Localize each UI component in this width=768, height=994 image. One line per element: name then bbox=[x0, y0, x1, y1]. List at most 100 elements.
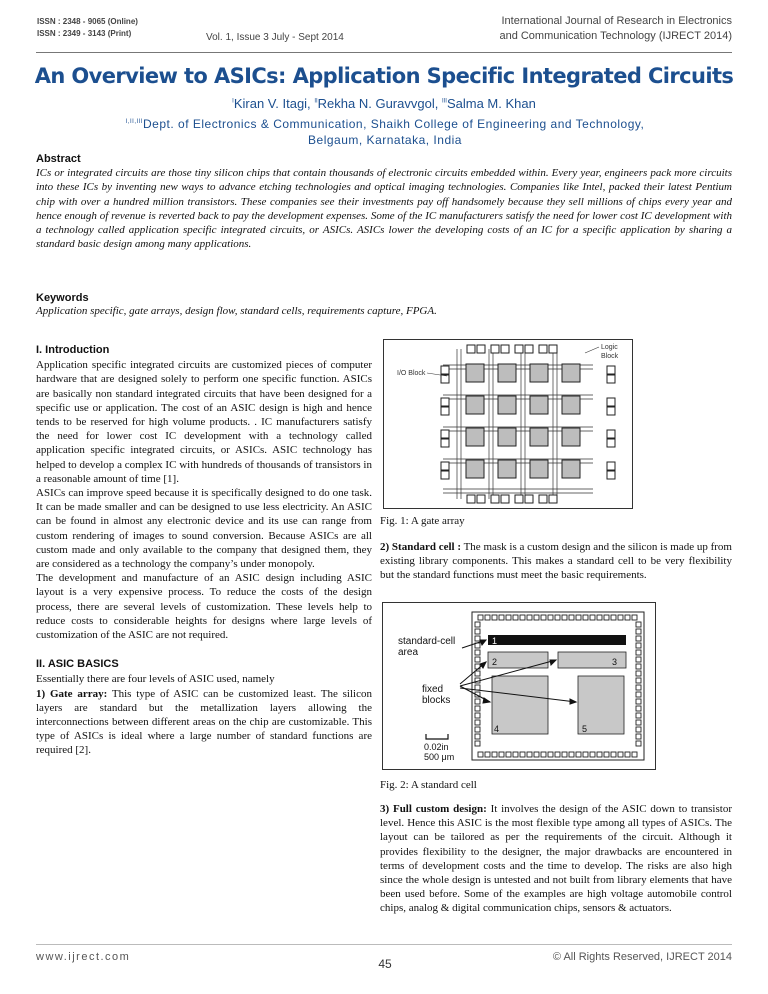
io-pad bbox=[514, 494, 524, 504]
logic-block bbox=[465, 459, 485, 479]
pad-cell bbox=[474, 726, 481, 733]
pad-cell bbox=[561, 614, 568, 621]
pad-cell bbox=[596, 614, 603, 621]
fig1-block-label: Block bbox=[601, 353, 619, 360]
pad-cell bbox=[477, 614, 484, 621]
standard-cell-row-3 bbox=[557, 651, 627, 669]
pad-cell bbox=[631, 614, 638, 621]
logic-block bbox=[497, 427, 517, 447]
footer-copyright: © All Rights Reserved, IJRECT 2014 bbox=[552, 951, 732, 963]
fig1-logic-label: Logic bbox=[601, 344, 618, 351]
author-3-sup: III bbox=[441, 98, 447, 105]
pad-cell bbox=[474, 719, 481, 726]
pad-cell bbox=[635, 635, 642, 642]
standard-cell-area-label-2: area bbox=[398, 647, 418, 658]
io-pad bbox=[606, 429, 616, 439]
cell-number-3: 3 bbox=[612, 657, 617, 667]
io-pad bbox=[466, 494, 476, 504]
basics-intro: Essentially there are four levels of ASI… bbox=[36, 673, 275, 686]
pad-cell bbox=[575, 751, 582, 758]
affiliation-sup: I,II,III bbox=[125, 119, 143, 125]
logic-block bbox=[465, 427, 485, 447]
pad-cell bbox=[505, 751, 512, 758]
issn-online: ISSN : 2348 - 9065 (Online) bbox=[37, 17, 138, 26]
pad-cell bbox=[533, 751, 540, 758]
standard-cell-row-2 bbox=[487, 651, 549, 669]
pad-cell bbox=[635, 698, 642, 705]
fixed-block-5 bbox=[577, 675, 625, 735]
figure-2-caption: Fig. 2: A standard cell bbox=[380, 779, 477, 791]
pad-cell bbox=[526, 751, 533, 758]
pad-cell bbox=[635, 670, 642, 677]
pad-cell bbox=[474, 656, 481, 663]
logic-block bbox=[561, 427, 581, 447]
pad-cell bbox=[635, 656, 642, 663]
pad-cell bbox=[474, 635, 481, 642]
abstract-text: ICs or integrated circuits are those tin… bbox=[36, 167, 732, 251]
pad-cell bbox=[519, 751, 526, 758]
pad-cell bbox=[474, 698, 481, 705]
journal-line-2: and Communication Technology (IJRECT 201… bbox=[499, 30, 732, 42]
io-pad bbox=[466, 344, 476, 354]
pad-cell bbox=[582, 751, 589, 758]
standard-cell-text: The mask is a custom design and the sili… bbox=[380, 541, 732, 582]
pad-cell bbox=[554, 751, 561, 758]
pad-cell bbox=[635, 621, 642, 628]
fixed-blocks-label-1: fixed bbox=[422, 684, 443, 695]
io-pad bbox=[440, 365, 450, 375]
logic-block bbox=[529, 427, 549, 447]
pad-cell bbox=[617, 614, 624, 621]
pad-cell bbox=[635, 691, 642, 698]
pad-cell bbox=[624, 751, 631, 758]
fixed-blocks-label-2: blocks bbox=[422, 695, 450, 706]
io-pad bbox=[606, 461, 616, 471]
pad-cell bbox=[533, 614, 540, 621]
affiliation: I,II,IIIDept. of Electronics & Communica… bbox=[60, 114, 710, 148]
page-number: 45 bbox=[378, 957, 392, 971]
footer-url: www.ijrect.com bbox=[36, 951, 131, 963]
standard-cell-label: 2) Standard cell : bbox=[380, 541, 462, 553]
io-pad bbox=[606, 365, 616, 375]
pad-cell bbox=[484, 751, 491, 758]
io-pad bbox=[500, 344, 510, 354]
pad-cell bbox=[498, 614, 505, 621]
logic-block bbox=[465, 395, 485, 415]
io-pad bbox=[440, 397, 450, 407]
author-1-name: Kiran V. Itagi, bbox=[233, 96, 311, 111]
pad-cell bbox=[635, 733, 642, 740]
pad-cell bbox=[519, 614, 526, 621]
io-pad bbox=[606, 438, 616, 448]
io-pad bbox=[440, 429, 450, 439]
affiliation-line-2: Belgaum, Karnataka, India bbox=[308, 133, 462, 147]
logic-block bbox=[529, 459, 549, 479]
logic-block bbox=[497, 395, 517, 415]
pad-cell bbox=[635, 677, 642, 684]
io-pad bbox=[606, 374, 616, 384]
pad-cell bbox=[505, 614, 512, 621]
pad-cell bbox=[610, 614, 617, 621]
io-pad bbox=[490, 344, 500, 354]
basics-heading: II. ASIC BASICS bbox=[36, 658, 119, 671]
author-2-name: Rekha N. Guravvgol, bbox=[317, 96, 439, 111]
pad-cell bbox=[540, 614, 547, 621]
intro-paragraph-2: ASICs can improve speed because it is sp… bbox=[36, 487, 372, 571]
issn-block: ISSN : 2348 - 9065 (Online) ISSN : 2349 … bbox=[37, 16, 138, 40]
standard-cell-row-1 bbox=[488, 635, 626, 645]
io-pad bbox=[476, 344, 486, 354]
fixed-block-4 bbox=[491, 675, 549, 735]
header-divider bbox=[36, 52, 732, 53]
footer-divider bbox=[36, 944, 732, 945]
io-pad bbox=[440, 461, 450, 471]
intro-paragraph-3: The development and manufacture of an AS… bbox=[36, 572, 372, 642]
logic-block bbox=[497, 363, 517, 383]
pad-cell bbox=[610, 751, 617, 758]
standard-cell-figure: 1 2 3 4 5 standard-cell area fixed block… bbox=[382, 602, 656, 770]
logic-block bbox=[465, 363, 485, 383]
gate-array-paragraph: 1) Gate array: This type of ASIC can be … bbox=[36, 687, 372, 758]
io-pad bbox=[514, 344, 524, 354]
author-1-sup: I bbox=[232, 98, 234, 105]
pad-cell bbox=[474, 712, 481, 719]
cell-number-1: 1 bbox=[492, 636, 497, 646]
logic-block bbox=[561, 459, 581, 479]
gate-array-label: 1) Gate array: bbox=[36, 687, 108, 700]
